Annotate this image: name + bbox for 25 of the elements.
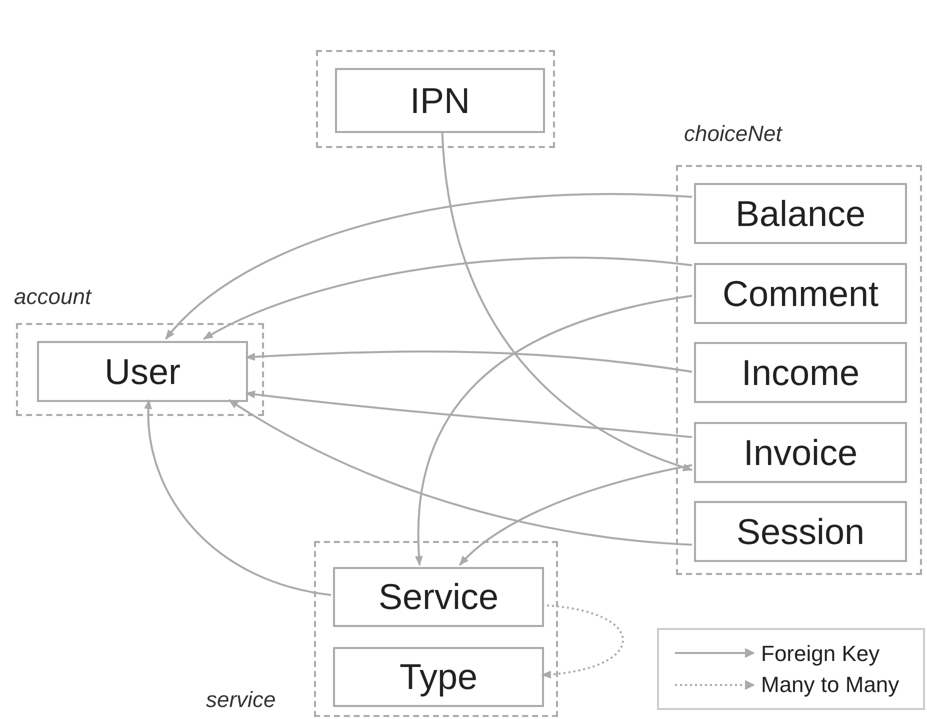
group-label: service (206, 686, 276, 714)
table-box: Invoice (694, 422, 907, 483)
table-box: Service (333, 567, 544, 627)
arrow (541, 604, 624, 678)
arrow (228, 399, 692, 546)
arrow (165, 193, 692, 340)
group-box (316, 50, 555, 148)
table-box: User (37, 341, 248, 402)
table-box: Income (694, 342, 907, 403)
table-box: Balance (694, 183, 907, 244)
group-label: choiceNet (684, 120, 782, 148)
arrow (458, 464, 692, 566)
group-label: account (14, 283, 92, 311)
table-box: IPN (335, 68, 545, 133)
table-box: Type (333, 647, 544, 707)
arrow (245, 350, 692, 373)
arrow (144, 399, 332, 596)
arrow (245, 390, 692, 438)
arrow (202, 256, 692, 340)
legend-label: Many to Many (761, 671, 900, 698)
arrow (441, 130, 693, 471)
table-box: Session (694, 501, 907, 562)
arrow (415, 294, 692, 566)
table-box: Comment (694, 263, 907, 324)
legend-label: Foreign Key (761, 640, 880, 667)
